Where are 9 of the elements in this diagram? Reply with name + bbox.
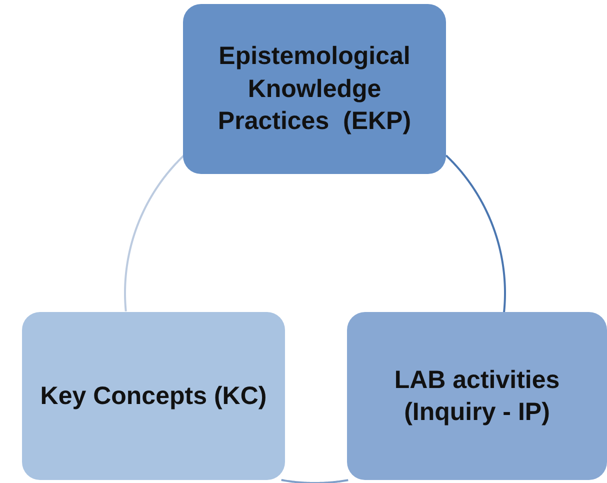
rounded-box: [183, 4, 446, 174]
rounded-box: [22, 312, 285, 480]
connector-arc: [445, 154, 506, 313]
connector-arc: [124, 155, 184, 312]
node-label: Key Concepts (KC): [40, 380, 267, 412]
rounded-box: [347, 312, 607, 480]
node-label: LAB activities (Inquiry - IP): [393, 364, 561, 428]
node-label: Epistemological Knowledge Practices (EKP): [216, 41, 412, 138]
connector-arc: [281, 479, 348, 483]
